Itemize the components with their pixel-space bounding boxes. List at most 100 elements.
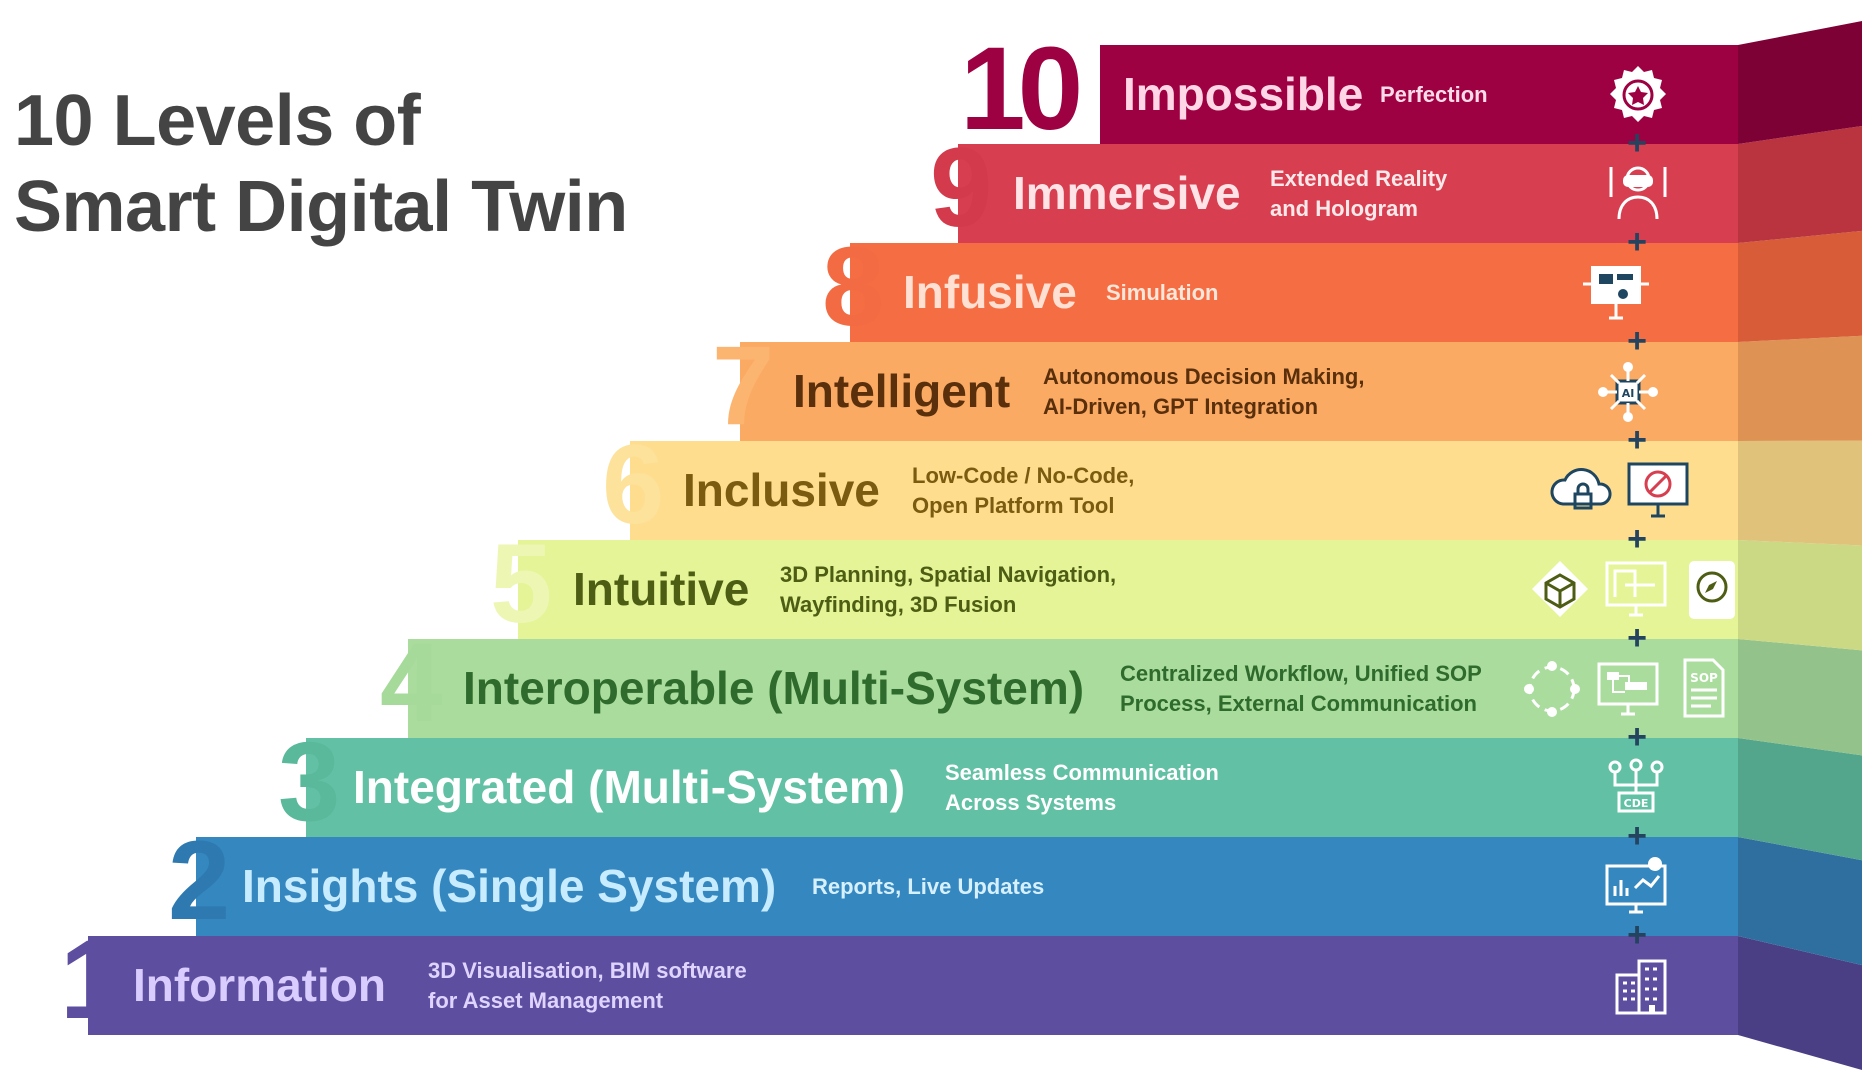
- level-description-7: Autonomous Decision Making, AI-Driven, GP…: [1043, 342, 1364, 441]
- description-line: Autonomous Decision Making,: [1043, 363, 1365, 389]
- title-line-2: Smart Digital Twin: [14, 167, 628, 247]
- level-description-5: 3D Planning, Spatial Navigation, Wayfindi…: [780, 540, 1116, 639]
- side-panel-level-6: [1738, 440, 1862, 546]
- level-icons-10: [1605, 45, 1671, 144]
- level-number-4: 4: [380, 620, 442, 745]
- level-name-4: Interoperable (Multi-System): [463, 662, 1085, 714]
- description-line: AI-Driven, GPT Integration: [1043, 393, 1319, 419]
- description-line: 3D Planning, Spatial Navigation,: [780, 561, 1117, 587]
- side-panel-level-1: [1738, 936, 1862, 1070]
- page-title: 10 Levels of Smart Digital Twin: [14, 78, 628, 250]
- level-name-1: Information: [133, 959, 386, 1011]
- svg-text:SOP: SOP: [1690, 671, 1718, 685]
- level-name-3: Integrated (Multi-System): [353, 761, 906, 813]
- dashboard-monitor-icon: [1605, 856, 1667, 913]
- level-icons-6: [1549, 441, 1691, 540]
- simulation-monitor-icon: [1583, 265, 1649, 319]
- level-icons-7: AI: [1595, 342, 1661, 441]
- description-line: and Hologram: [1270, 195, 1418, 221]
- side-panel-level-5: [1738, 540, 1862, 651]
- description-line: Centralized Workflow, Unified SOP: [1120, 660, 1482, 686]
- level-number-6: 6: [602, 422, 664, 547]
- level-name-9: Immersive: [1013, 167, 1241, 219]
- side-panel-level-2: [1738, 837, 1862, 966]
- cloud-lock-icon: [1550, 467, 1612, 509]
- side-panel-level-7: [1738, 335, 1862, 441]
- connector-plus-icon: +: [1627, 520, 1647, 558]
- description-line: Across Systems: [945, 789, 1117, 815]
- level-icons-9: [1605, 144, 1671, 243]
- level-icons-8: [1583, 243, 1649, 342]
- level-description-10: Perfection: [1380, 45, 1488, 144]
- connector-plus-icon: +: [1627, 322, 1647, 360]
- award-badge-icon: [1610, 65, 1666, 122]
- level-name-5: Intuitive: [573, 563, 750, 615]
- side-panel-level-9: [1738, 125, 1862, 243]
- level-band-3: [306, 738, 1738, 837]
- level-band-7: [740, 342, 1738, 441]
- 3d-box-icon: [1532, 560, 1588, 617]
- sop-document-icon: SOP: [1683, 658, 1725, 717]
- title-line-1: 10 Levels of: [14, 81, 421, 161]
- level-band-4: [408, 639, 1738, 738]
- level-description-9: Extended Reality and Hologram: [1270, 144, 1447, 243]
- level-icons-3: CDE: [1603, 738, 1669, 837]
- no-code-monitor-icon: [1627, 462, 1689, 517]
- description-line: Seamless Communication: [945, 759, 1219, 785]
- side-panel-level-10: [1738, 21, 1862, 144]
- description-line: Low-Code / No-Code,: [912, 462, 1135, 488]
- level-number-8: 8: [822, 224, 884, 349]
- level-number-1: 1: [60, 917, 122, 1042]
- level-description-1: 3D Visualisation, BIM software for Asset …: [428, 936, 747, 1035]
- description-line: for Asset Management: [428, 987, 664, 1013]
- description-line: Simulation: [1106, 279, 1219, 305]
- level-number-3: 3: [278, 719, 340, 844]
- description-line: 3D Visualisation, BIM software: [428, 957, 747, 983]
- connector-plus-icon: +: [1627, 223, 1647, 261]
- description-line: Open Platform Tool: [912, 492, 1115, 518]
- level-icons-2: [1603, 837, 1669, 936]
- compass-tablet-icon: [1689, 560, 1735, 619]
- level-number-10: 10: [960, 23, 1083, 155]
- level-icons-4: SOP: [1519, 639, 1737, 738]
- level-number-7: 7: [712, 323, 774, 448]
- connector-plus-icon: +: [1627, 421, 1647, 459]
- level-number-5: 5: [490, 521, 552, 646]
- connector-plus-icon: +: [1627, 817, 1647, 855]
- level-name-10: Impossible: [1123, 68, 1364, 120]
- level-name-2: Insights (Single System): [242, 860, 777, 912]
- connector-plus-icon: +: [1627, 916, 1647, 954]
- level-number-2: 2: [168, 818, 230, 943]
- description-line: Extended Reality: [1270, 165, 1448, 191]
- level-name-7: Intelligent: [793, 365, 1011, 417]
- side-panel-level-4: [1738, 639, 1862, 756]
- svg-text:CDE: CDE: [1624, 797, 1649, 810]
- level-name-6: Inclusive: [683, 464, 880, 516]
- ai-chip-icon: AI: [1598, 361, 1658, 422]
- description-line: Perfection: [1380, 81, 1488, 107]
- level-band-9: [958, 144, 1738, 243]
- description-line: Process, External Communication: [1120, 690, 1477, 716]
- side-panel-level-8: [1738, 230, 1862, 342]
- level-description-6: Low-Code / No-Code, Open Platform Tool: [912, 441, 1134, 540]
- level-description-8: Simulation: [1106, 243, 1218, 342]
- cde-network-icon: CDE: [1608, 758, 1664, 812]
- description-line: Reports, Live Updates: [812, 873, 1045, 899]
- side-panel-level-3: [1738, 738, 1862, 861]
- level-description-4: Centralized Workflow, Unified SOP Process…: [1120, 639, 1482, 738]
- connector-plus-icon: +: [1627, 718, 1647, 756]
- level-band-2: [196, 837, 1738, 936]
- devices-cycle-icon: [1524, 660, 1580, 717]
- level-icons-1: [1607, 936, 1673, 1035]
- connector-plus-icon: +: [1627, 124, 1647, 162]
- level-description-2: Reports, Live Updates: [812, 837, 1044, 936]
- level-band-1: [88, 936, 1738, 1035]
- level-name-8: Infusive: [903, 266, 1077, 318]
- description-line: Wayfinding, 3D Fusion: [780, 591, 1017, 617]
- floorplan-monitor-icon: [1605, 561, 1667, 616]
- workflow-monitor-icon: [1597, 662, 1659, 715]
- level-number-9: 9: [930, 125, 992, 250]
